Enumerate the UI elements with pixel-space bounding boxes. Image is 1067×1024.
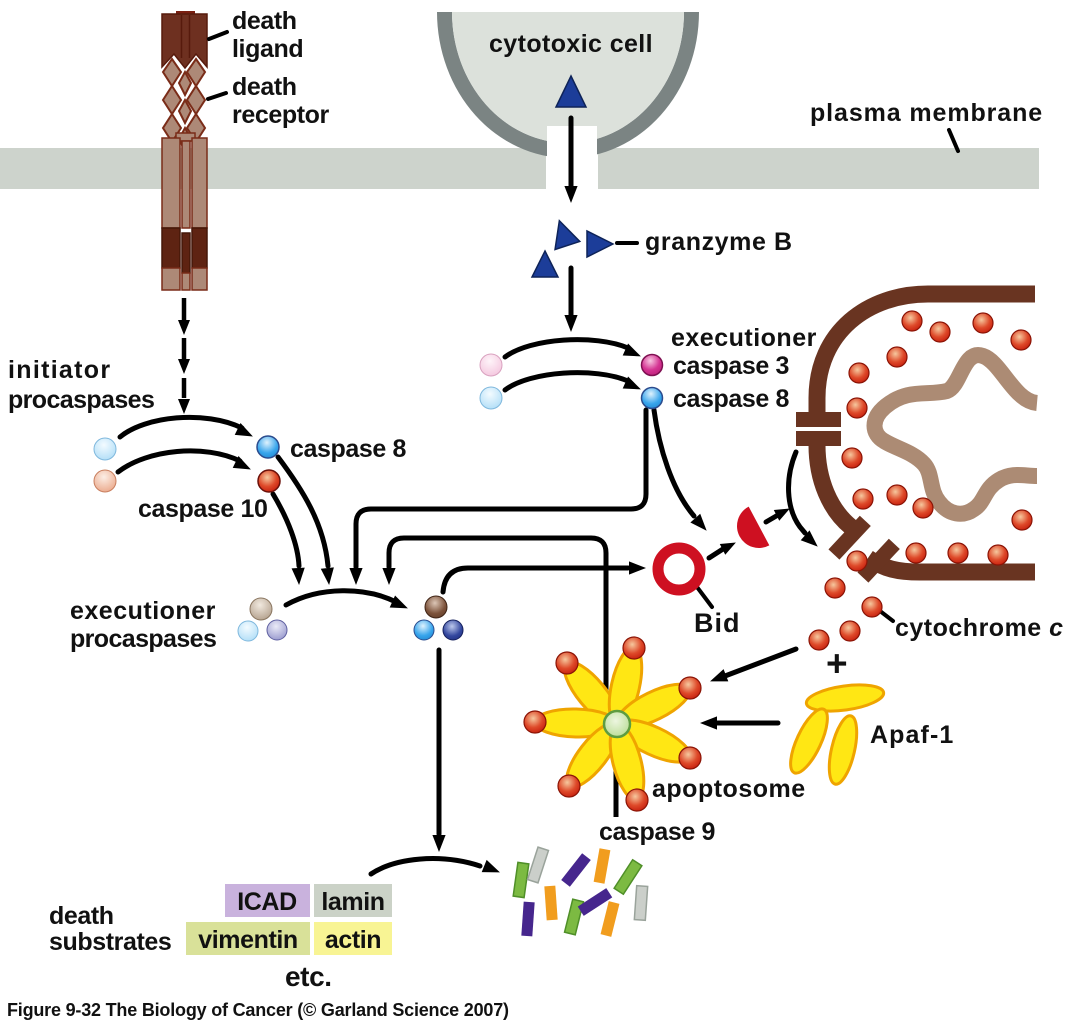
- svg-text:death: death: [232, 7, 297, 35]
- svg-text:death: death: [49, 902, 114, 930]
- svg-text:cytotoxic cell: cytotoxic cell: [489, 30, 653, 58]
- svg-text:caspase 8: caspase 8: [290, 435, 406, 463]
- svg-text:actin: actin: [325, 926, 381, 954]
- svg-text:Bid: Bid: [694, 608, 741, 638]
- svg-text:+: +: [826, 643, 847, 684]
- svg-text:caspase 3: caspase 3: [673, 352, 789, 380]
- svg-text:lamin: lamin: [321, 888, 384, 916]
- svg-text:etc.: etc.: [285, 961, 332, 992]
- svg-text:death: death: [232, 73, 297, 101]
- svg-text:plasma membrane: plasma membrane: [810, 99, 1043, 127]
- svg-text:Apaf-1: Apaf-1: [870, 721, 954, 749]
- svg-text:receptor: receptor: [232, 101, 330, 129]
- svg-text:substrates: substrates: [49, 928, 171, 956]
- svg-text:cytochrome c: cytochrome c: [895, 614, 1064, 642]
- svg-text:executioner: executioner: [671, 324, 817, 352]
- svg-text:apoptosome: apoptosome: [652, 775, 806, 803]
- svg-text:ligand: ligand: [232, 35, 303, 63]
- svg-text:executioner: executioner: [70, 597, 216, 625]
- svg-text:ICAD: ICAD: [237, 888, 297, 916]
- svg-text:procaspases: procaspases: [70, 625, 216, 653]
- svg-text:initiator: initiator: [8, 356, 111, 384]
- svg-text:vimentin: vimentin: [198, 926, 298, 954]
- svg-text:caspase 9: caspase 9: [599, 818, 715, 846]
- svg-text:procaspases: procaspases: [8, 386, 154, 414]
- svg-text:granzyme B: granzyme B: [645, 228, 793, 256]
- svg-text:Figure 9-32 The Biology of Ca: Figure 9-32 The Biology of Cancer (© Gar…: [7, 1000, 509, 1020]
- svg-text:caspase 10: caspase 10: [138, 495, 267, 523]
- svg-text:caspase 8: caspase 8: [673, 385, 789, 413]
